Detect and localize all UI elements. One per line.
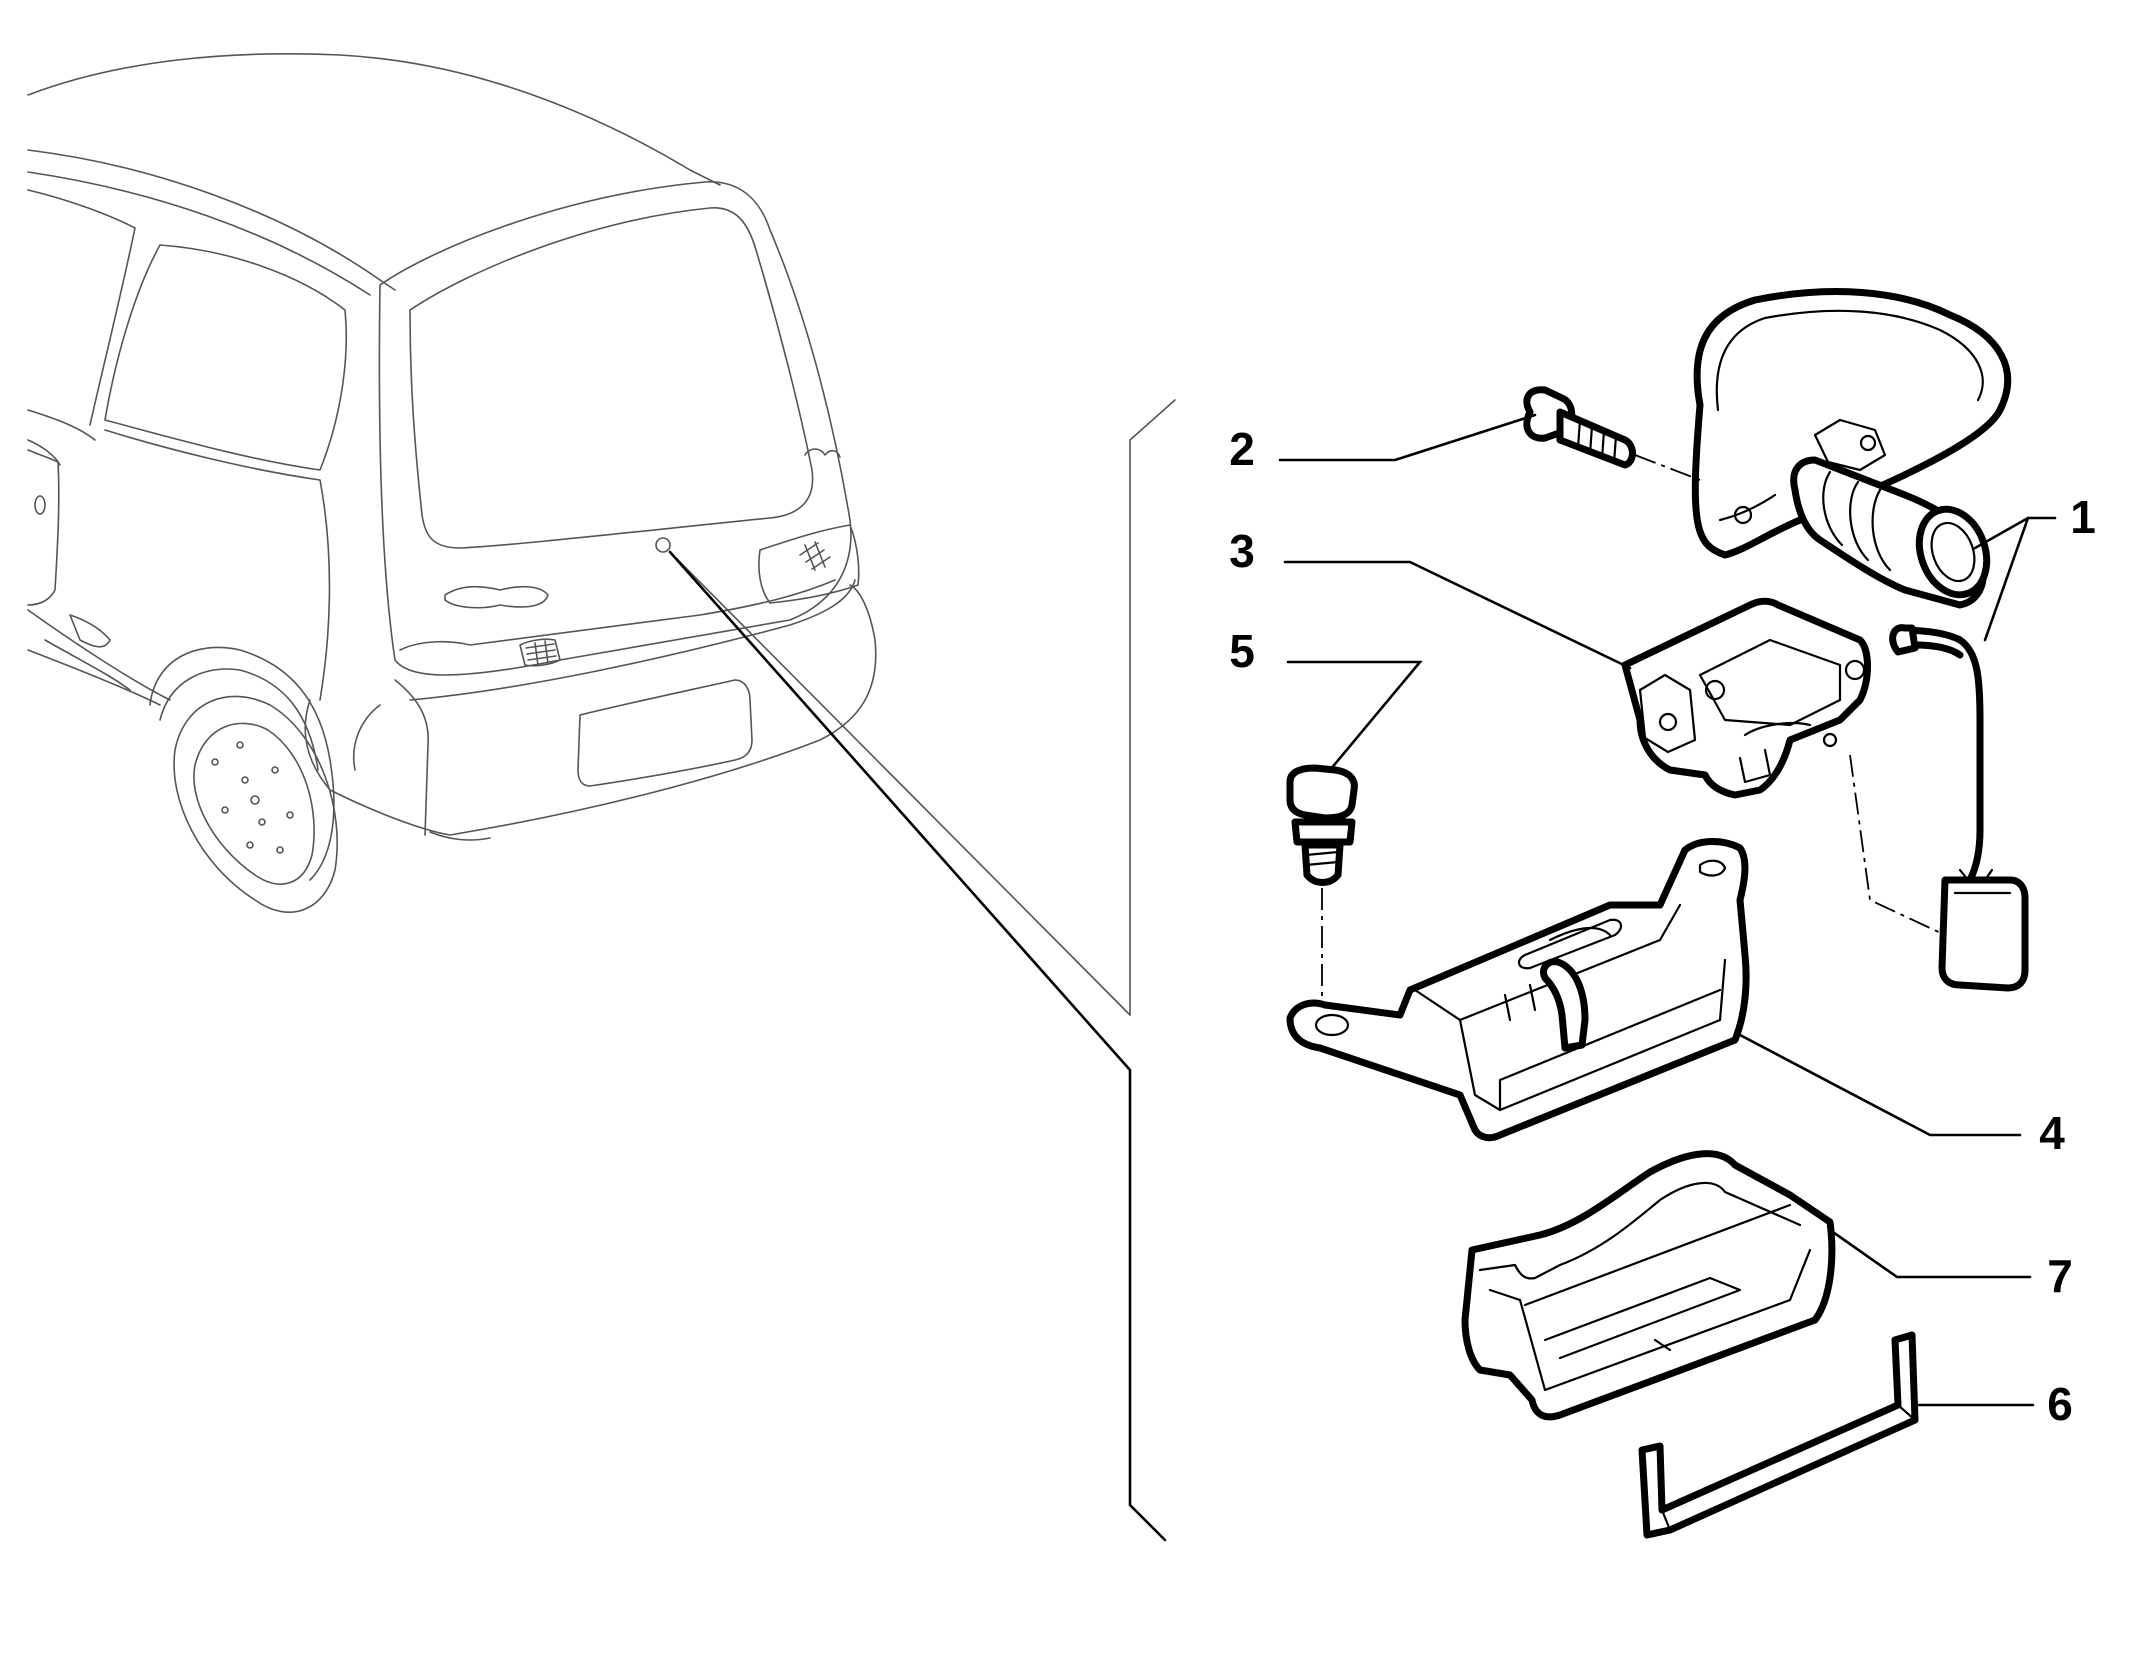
callout-numbers: 1 2 3 4 5 6 7	[1229, 423, 2096, 1430]
leader-2	[1278, 413, 1537, 462]
part-6-u-spring	[1638, 1331, 1919, 1539]
leader-4	[1738, 1033, 2022, 1137]
vehicle-hatch-outline	[378, 181, 852, 676]
leader-3	[1283, 560, 1632, 670]
callout-2: 2	[1229, 423, 1255, 475]
part-1-lamp-holder-with-wiring	[1691, 288, 2029, 992]
connection-lines	[668, 399, 1176, 1542]
vehicle-licence-plate-recess	[577, 679, 753, 787]
leader-lines	[1278, 413, 2057, 1407]
wiring-connector	[1938, 876, 2029, 992]
part-4-lamp-housing	[1286, 838, 1750, 1142]
wiring-cable	[1894, 626, 1984, 884]
vehicle-side-window	[104, 244, 348, 471]
leader-7	[1828, 1228, 2032, 1279]
vehicle-roof	[27, 52, 721, 186]
vehicle-rear-bumper	[304, 584, 877, 836]
vehicle-rear-window	[409, 207, 814, 549]
callout-1: 1	[2070, 491, 2096, 543]
part-3-mounting-bracket	[1621, 597, 1946, 936]
part-7-lens	[1461, 1150, 1836, 1421]
callout-5: 5	[1229, 625, 1255, 677]
part-2-screw	[1523, 386, 1701, 481]
callout-3: 3	[1229, 525, 1255, 577]
callout-7: 7	[2047, 1250, 2073, 1302]
leader-5	[1286, 660, 1423, 772]
part-5-bolt	[1286, 764, 1358, 1010]
vehicle-rear-wheel	[173, 695, 338, 914]
lamp-location-marker	[655, 537, 671, 553]
callout-6: 6	[2047, 1378, 2073, 1430]
callout-4: 4	[2039, 1107, 2065, 1159]
vehicle-rear-view	[27, 52, 877, 914]
